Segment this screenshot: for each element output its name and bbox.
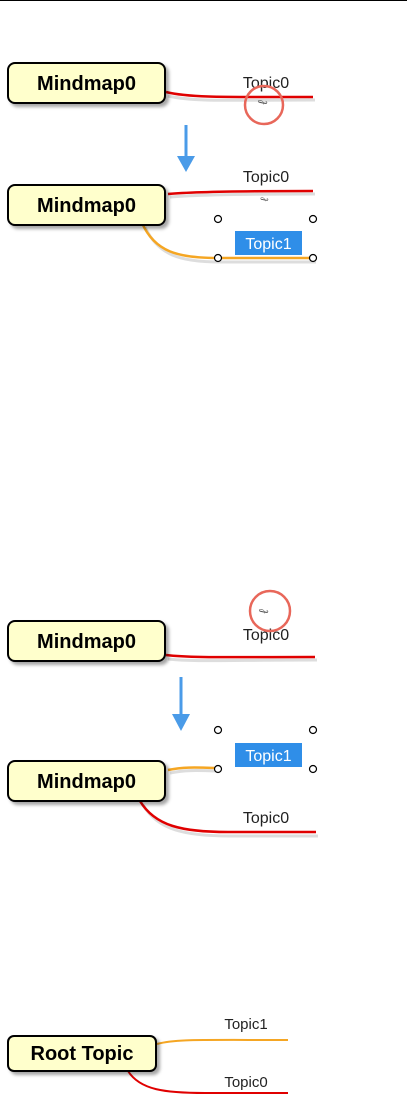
resize-handle[interactable] (308, 725, 318, 735)
branch-red (167, 189, 314, 196)
root-label: Mindmap0 (37, 73, 136, 95)
root-label: Mindmap0 (37, 631, 136, 653)
root-node[interactable]: Root Topic (7, 1035, 157, 1072)
down-arrow-icon (172, 677, 190, 731)
branch-red (127, 1070, 288, 1094)
branch-orange (156, 1038, 289, 1045)
selection-highlight (235, 743, 302, 767)
topic-label[interactable]: Topic0 (243, 810, 289, 827)
branch-red (165, 653, 316, 659)
drag-cursor-icon: ℓ (256, 607, 272, 615)
topic-label-selected[interactable]: Topic1 (245, 236, 291, 253)
root-node[interactable]: Mindmap0 (7, 62, 166, 104)
highlight-circle (248, 589, 292, 633)
down-arrow-icon (177, 125, 195, 172)
selected-topic[interactable]: Topic1 (235, 231, 302, 255)
topic-label-selected[interactable]: Topic1 (245, 748, 291, 765)
resize-handle[interactable] (213, 725, 223, 735)
root-node[interactable]: Mindmap0 (7, 184, 166, 226)
drag-cursor-icon: ℓ (255, 98, 271, 106)
topic-label[interactable]: Topic0 (243, 169, 289, 186)
selection-highlight (235, 231, 302, 255)
branch-red (138, 800, 316, 834)
resize-handle[interactable] (308, 764, 318, 774)
resize-handle[interactable] (213, 764, 223, 774)
topic-label[interactable]: Topic0 (243, 627, 289, 644)
branch-shadow (167, 94, 316, 102)
root-label: Mindmap0 (37, 195, 136, 217)
branch-shadow (169, 769, 221, 775)
root-node[interactable]: Mindmap0 (7, 760, 166, 802)
final-mindmap: Root Topic Topic1 Topic0 (7, 1016, 289, 1094)
topic-label[interactable]: Topic0 (243, 75, 289, 92)
step2-before: Mindmap0 Topic0 ℓ (7, 589, 318, 663)
branch-shadow (169, 192, 316, 199)
drag-cursor-icon: ℓ (259, 196, 272, 202)
branch-red (165, 90, 314, 99)
top-rule (0, 0, 407, 1)
step1-before: Mindmap0 Topic0 ℓ (7, 62, 316, 126)
highlight-circle (243, 84, 285, 126)
branch-shadow (167, 657, 318, 663)
selected-topic[interactable]: Topic1 (235, 743, 302, 767)
root-label: Root Topic (31, 1043, 134, 1065)
topic-label[interactable]: Topic0 (224, 1074, 267, 1091)
root-node[interactable]: Mindmap0 (7, 620, 166, 662)
step1-after: Mindmap0 Topic0 ℓ Topic1 (7, 169, 318, 264)
resize-handle[interactable] (308, 253, 318, 263)
root-label: Mindmap0 (37, 771, 136, 793)
topic-label[interactable]: Topic1 (224, 1016, 267, 1033)
step2-after: Mindmap0 Topic1 Topic0 (7, 725, 318, 838)
resize-handle[interactable] (213, 214, 223, 224)
resize-handle[interactable] (308, 214, 318, 224)
resize-handle[interactable] (213, 253, 223, 263)
